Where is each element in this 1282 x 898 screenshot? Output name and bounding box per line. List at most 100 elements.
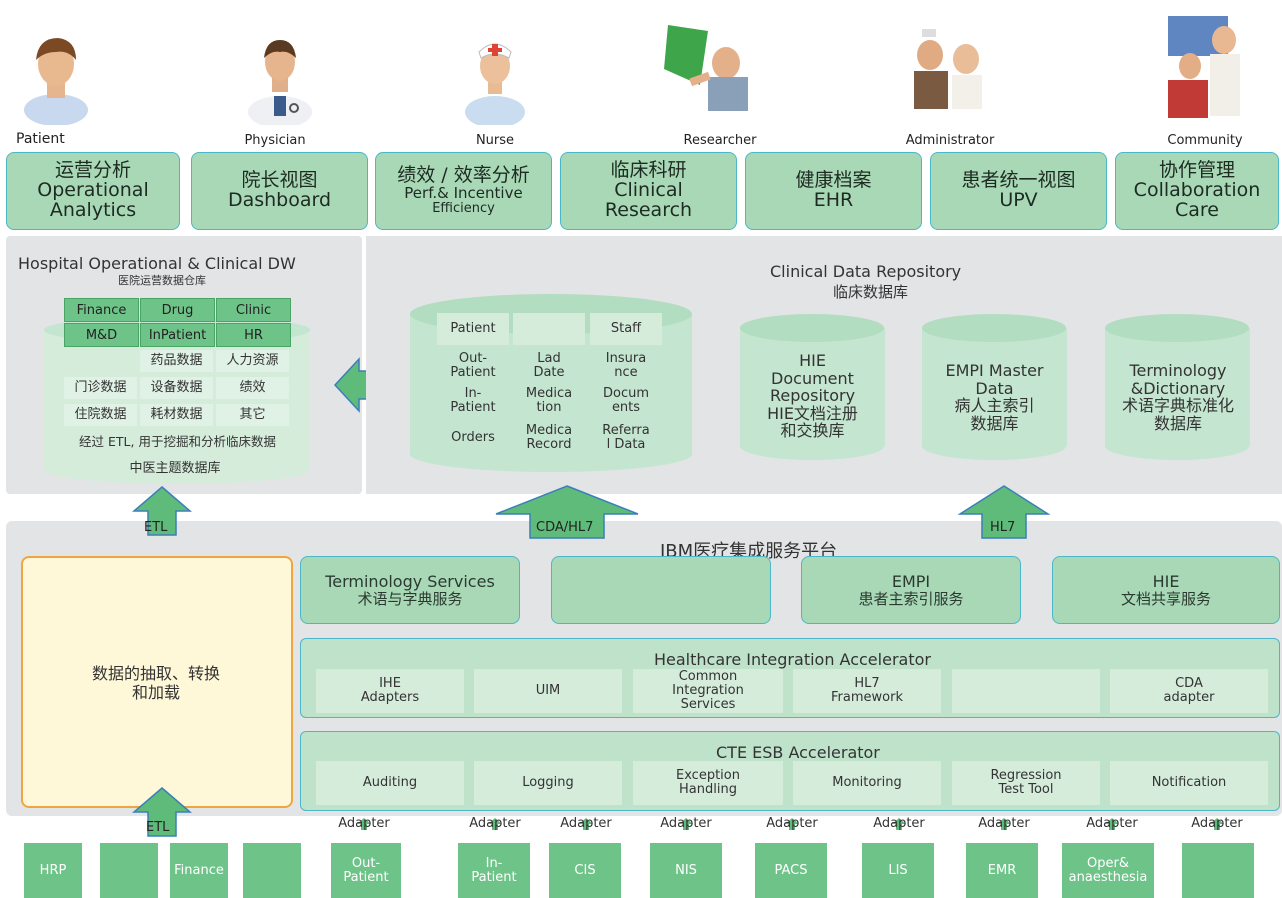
empi-cylinder (922, 314, 1067, 460)
adapter-arrow-icon (488, 818, 502, 830)
cte-title: CTE ESB Accelerator (716, 743, 880, 762)
hia-title: Healthcare Integration Accelerator (654, 650, 931, 669)
hia-item: HL7 Framework (793, 669, 941, 713)
etl-top-label: ETL (144, 520, 168, 535)
nurse-icon (465, 43, 525, 125)
adapter-label: Adapter (873, 816, 925, 831)
app-ehr[interactable]: 健康档案 EHR (745, 152, 922, 230)
adapter-arrow-icon (357, 818, 371, 830)
physician-icon (248, 40, 312, 125)
dw-cell: 绩效 (216, 377, 289, 399)
dw-title: Hospital Operational & Clinical DW (18, 254, 296, 273)
adapter-arrow-icon (785, 818, 799, 830)
dw-cell: 其它 (216, 404, 289, 426)
adapter-label: Adapter (978, 816, 1030, 831)
administrator-icon (914, 29, 982, 109)
cda-label: CDA/HL7 (536, 520, 594, 535)
dw-cube-drug: Drug (140, 298, 215, 322)
app-performance[interactable]: 绩效 / 效率分析 Perf.& Incentive Efficiency (375, 152, 552, 230)
cte-item: Regression Test Tool (952, 761, 1100, 805)
adapter-arrow-icon (1105, 818, 1119, 830)
hie-cylinder (740, 314, 885, 460)
adapter-label: Adapter (660, 816, 712, 831)
source-system: EMR (966, 843, 1038, 898)
cdr-cell: Orders (451, 429, 495, 445)
hia-item: UIM (474, 669, 622, 713)
empi-cylinder-label: EMPI Master Data 病人主索引 数据库 (945, 361, 1044, 433)
cdr-cell (513, 313, 585, 345)
dw-tcm: 中医主题数据库 (129, 460, 221, 476)
role-label-physician: Physician (244, 133, 306, 148)
source-system: NIS (650, 843, 722, 898)
source-system (1182, 843, 1254, 898)
hia-item: Common Integration Services (633, 669, 783, 713)
cte-item: Monitoring (793, 761, 941, 805)
cdr-cell: Patient (437, 313, 509, 345)
empi-service[interactable]: EMPI 患者主索引服务 (801, 556, 1021, 624)
role-label-nurse: Nurse (475, 133, 515, 148)
dw-cube-clinic: Clinic (216, 298, 291, 322)
dw-cell: 人力资源 (216, 350, 289, 372)
hie-cylinder-label: HIE Document Repository HIE文档注册 和交换库 (767, 351, 858, 441)
cdr-cell: Lad Date (533, 350, 565, 380)
dw-cube-md: M&D (64, 323, 139, 347)
cdr-subtitle: 临床数据库 (833, 283, 909, 301)
app-dashboard[interactable]: 院长视图 Dashboard (191, 152, 368, 230)
adapter-label: Adapter (1086, 816, 1138, 831)
hia-item: IHE Adapters (316, 669, 464, 713)
hia-item (952, 669, 1100, 713)
cda-up-arrow (495, 485, 639, 539)
etl-box-label: 数据的抽取、转换 和加载 (91, 664, 220, 703)
empty-service[interactable] (551, 556, 771, 624)
app-upv[interactable]: 患者统一视图 UPV (930, 152, 1107, 230)
source-system: LIS (862, 843, 934, 898)
cdr-cell: Docum ents (602, 385, 649, 415)
app-clinical-research[interactable]: 临床科研 Clinical Research (560, 152, 737, 230)
adapter-label: Adapter (560, 816, 612, 831)
researcher-icon (664, 25, 748, 111)
app-collaboration-care[interactable]: 协作管理 Collaboration Care (1115, 152, 1279, 230)
cdr-cell: In- Patient (450, 385, 496, 415)
adapter-arrow-icon (579, 818, 593, 830)
cdr-cell: Medica Record (525, 422, 573, 452)
cdr-cell: Referra l Data (602, 422, 650, 452)
role-label-patient: Patient (16, 131, 65, 147)
adapter-label: Adapter (469, 816, 521, 831)
adapter-arrow-icon (892, 818, 906, 830)
adapter-arrow-icon (997, 818, 1011, 830)
dw-cube-inpatient: InPatient (140, 323, 215, 347)
terminology-cylinder-label: Terminology &Dictionary 术语字典标准化 数据库 (1121, 361, 1234, 433)
role-label-community: Community (1167, 133, 1243, 148)
role-label-researcher: Researcher (683, 133, 757, 148)
app-operational-analytics[interactable]: 运营分析 Operational Analytics (6, 152, 180, 230)
cdr-cell: Medica tion (525, 385, 573, 415)
terminology-cylinder (1105, 314, 1250, 460)
source-system: Oper& anaesthesia (1062, 843, 1154, 898)
adapter-arrow-icon (1210, 818, 1224, 830)
etl-bottom-label: ETL (146, 820, 170, 835)
patient-icon (24, 38, 88, 125)
community-icon (1168, 16, 1240, 118)
source-system: In- Patient (458, 843, 530, 898)
cdr-cell: Out- Patient (450, 350, 496, 380)
cdr-cell: Staff (590, 313, 662, 345)
source-system (100, 843, 158, 898)
cdr-cell: Insura nce (605, 350, 647, 380)
role-label-administrator: Administrator (905, 133, 995, 148)
adapter-arrow-icon (679, 818, 693, 830)
hie-service[interactable]: HIE 文档共享服务 (1052, 556, 1280, 624)
dw-etl-note: 经过 ETL, 用于挖掘和分析临床数据 (79, 434, 276, 450)
cte-item: Logging (474, 761, 622, 805)
etl-box (21, 556, 293, 808)
dw-cell: 药品数据 (140, 350, 213, 372)
source-system: CIS (549, 843, 621, 898)
dw-cell: 住院数据 (64, 404, 137, 426)
source-system: Finance (170, 843, 228, 898)
dw-cube-finance: Finance (64, 298, 139, 322)
dw-cell: 门诊数据 (64, 377, 137, 399)
terminology-services[interactable]: Terminology Services 术语与字典服务 (300, 556, 520, 624)
hia-item: CDA adapter (1110, 669, 1268, 713)
etl-up-arrow-top (132, 486, 192, 536)
cte-item: Auditing (316, 761, 464, 805)
dw-cell: 设备数据 (140, 377, 213, 399)
